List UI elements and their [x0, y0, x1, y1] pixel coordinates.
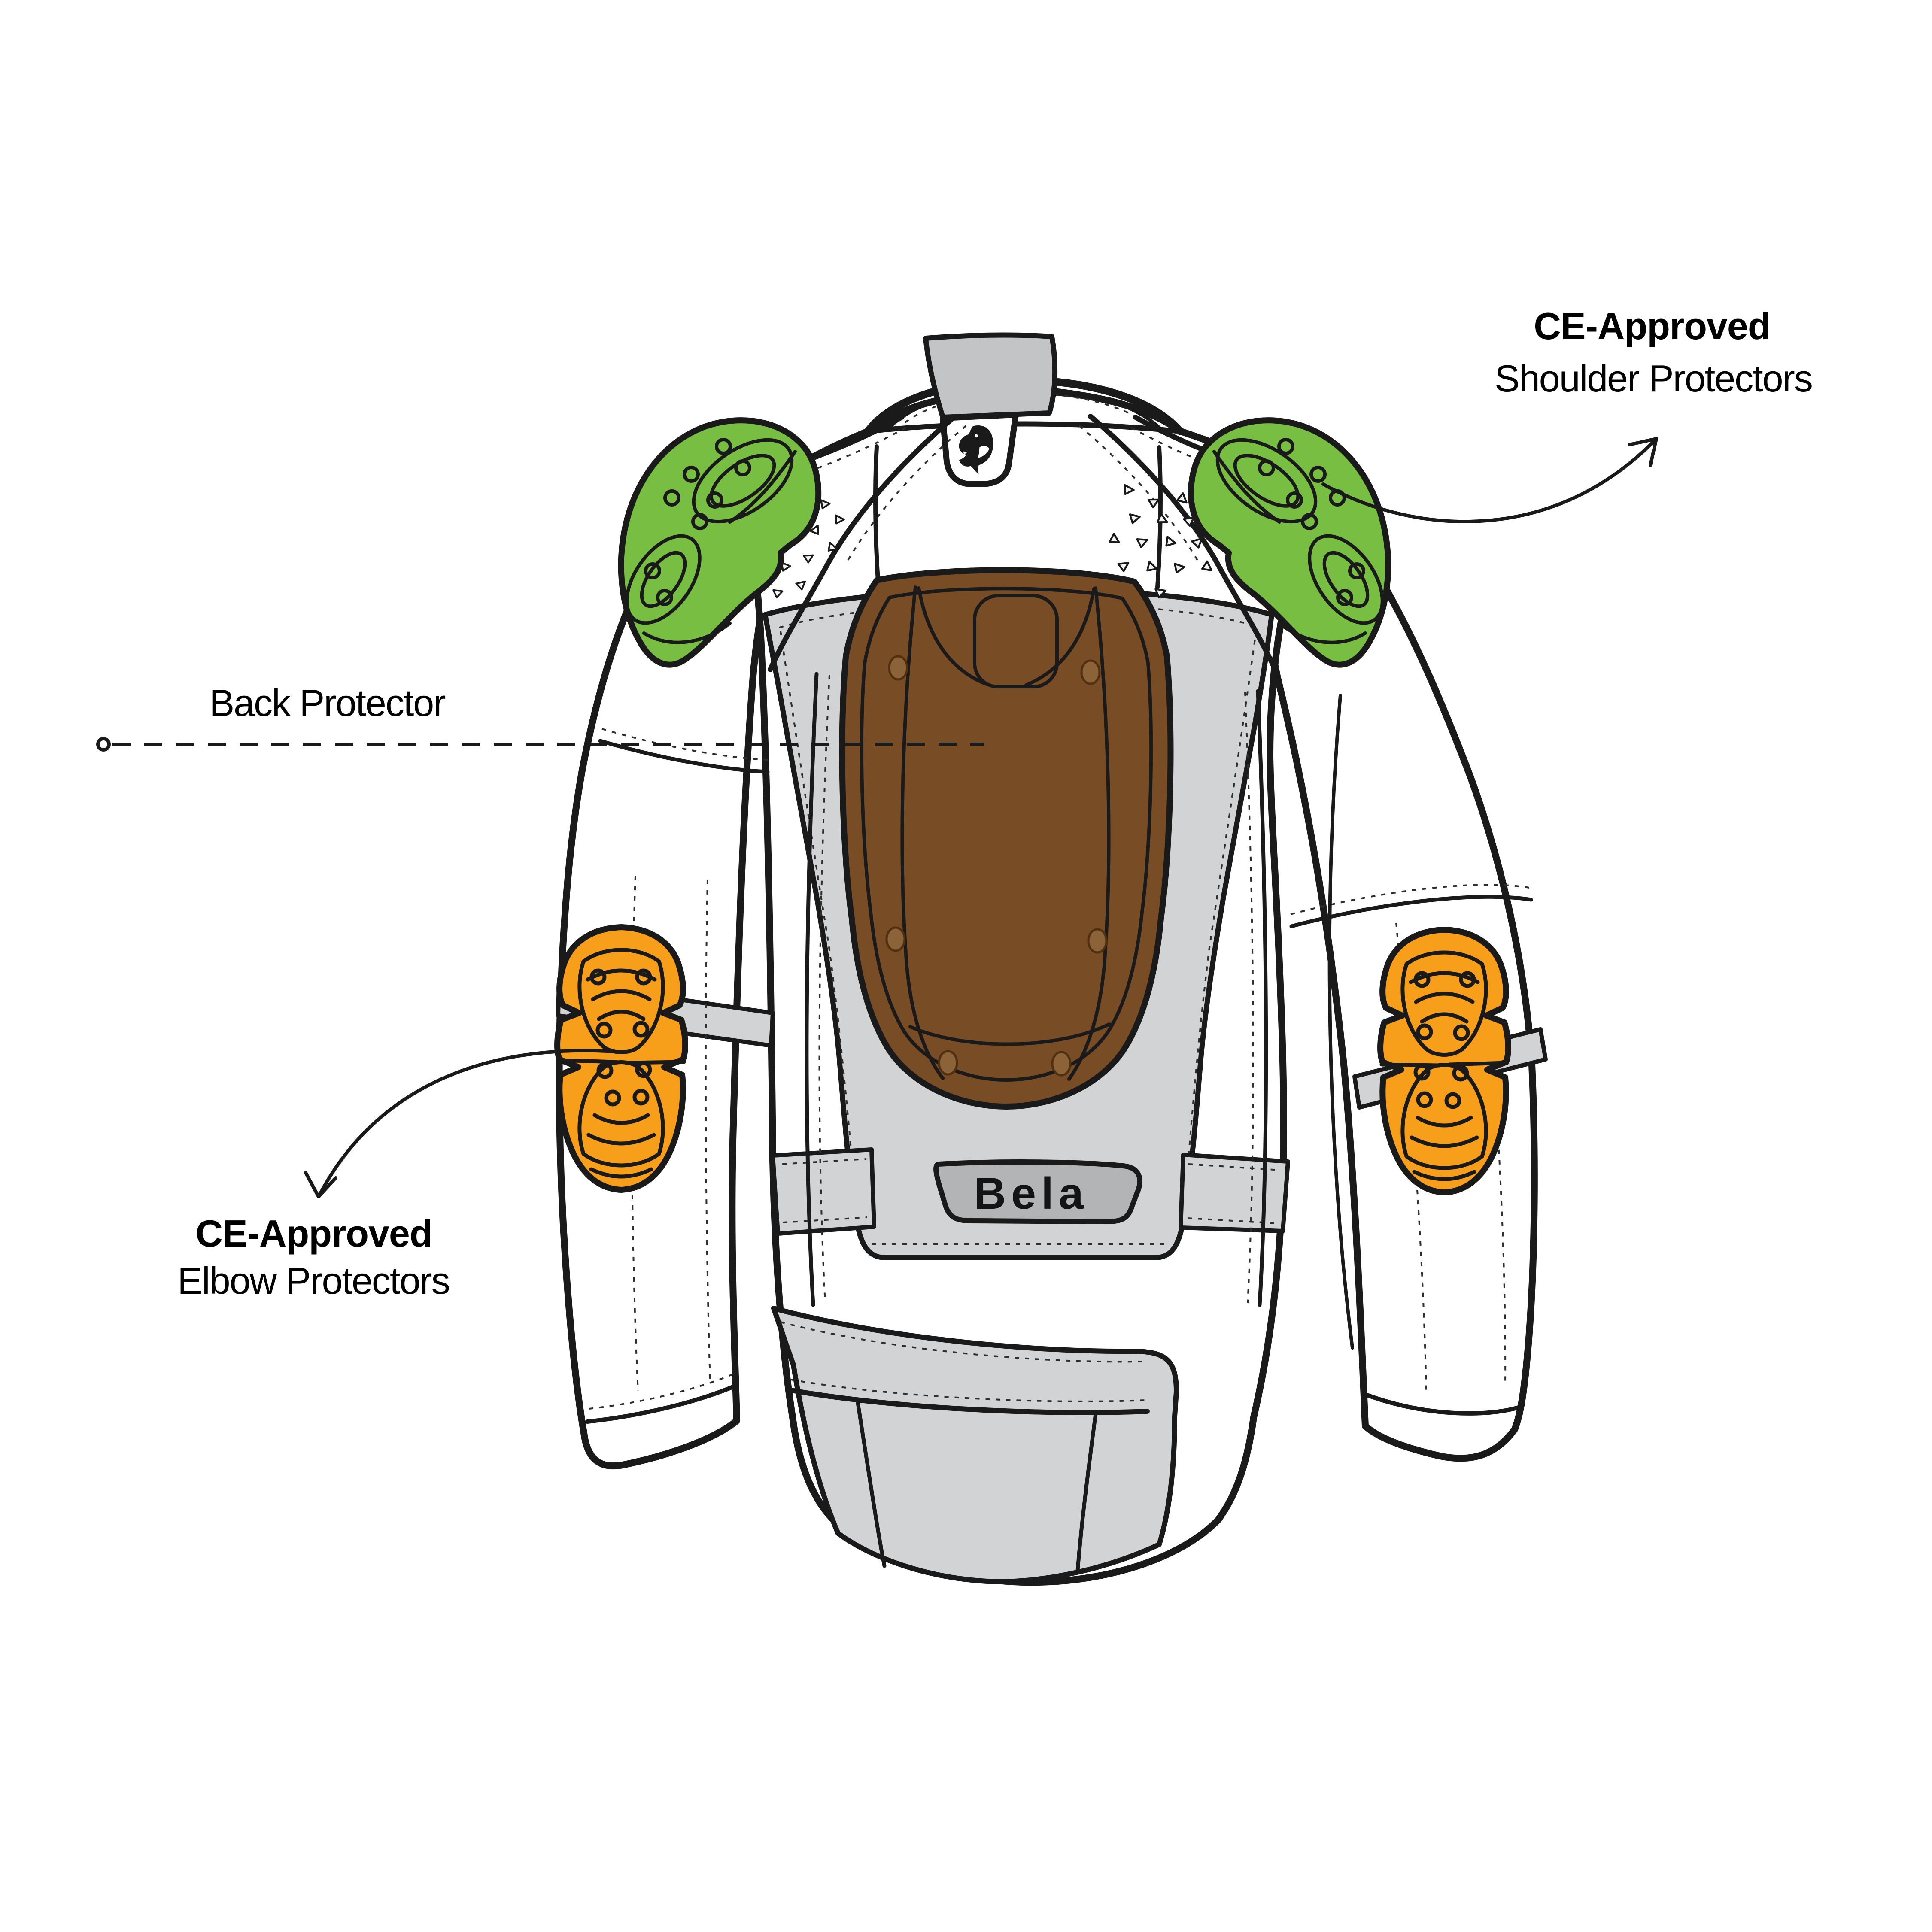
- collar: [864, 332, 1184, 487]
- elbow-protector-right: [1380, 930, 1508, 1192]
- back-label: Back Protector: [209, 682, 445, 724]
- right-waist-strap: [1179, 1153, 1290, 1233]
- shoulder-label-title: CE-Approved: [1534, 305, 1770, 347]
- elbow-label-title: CE-Approved: [195, 1212, 432, 1255]
- back-protector-rivets: [885, 655, 1108, 1077]
- left-waist-strap: [771, 1147, 876, 1236]
- shoulder-label-subtitle: Shoulder Protectors: [1495, 357, 1812, 400]
- elbow-protector-left: [557, 927, 685, 1190]
- brand-wordmark: Bela: [974, 1169, 1089, 1219]
- leader-origin-dot: [96, 737, 111, 752]
- elbow-label-subtitle: Elbow Protectors: [177, 1259, 449, 1302]
- brand-plate: Bela: [933, 1159, 1142, 1224]
- back-protector: [839, 567, 1174, 1110]
- elbow-arrow: [304, 1049, 616, 1198]
- lower-hem-panel: [771, 1306, 1179, 1584]
- jacket-back-illustration: Bela: [557, 332, 1548, 1586]
- collar-hanger-panel: [923, 332, 1058, 420]
- seam-lines: [585, 414, 1533, 1424]
- shoulder-arrow: [1321, 437, 1658, 523]
- annotations: CE-Approved Shoulder Protectors Back Pro…: [96, 305, 1813, 1302]
